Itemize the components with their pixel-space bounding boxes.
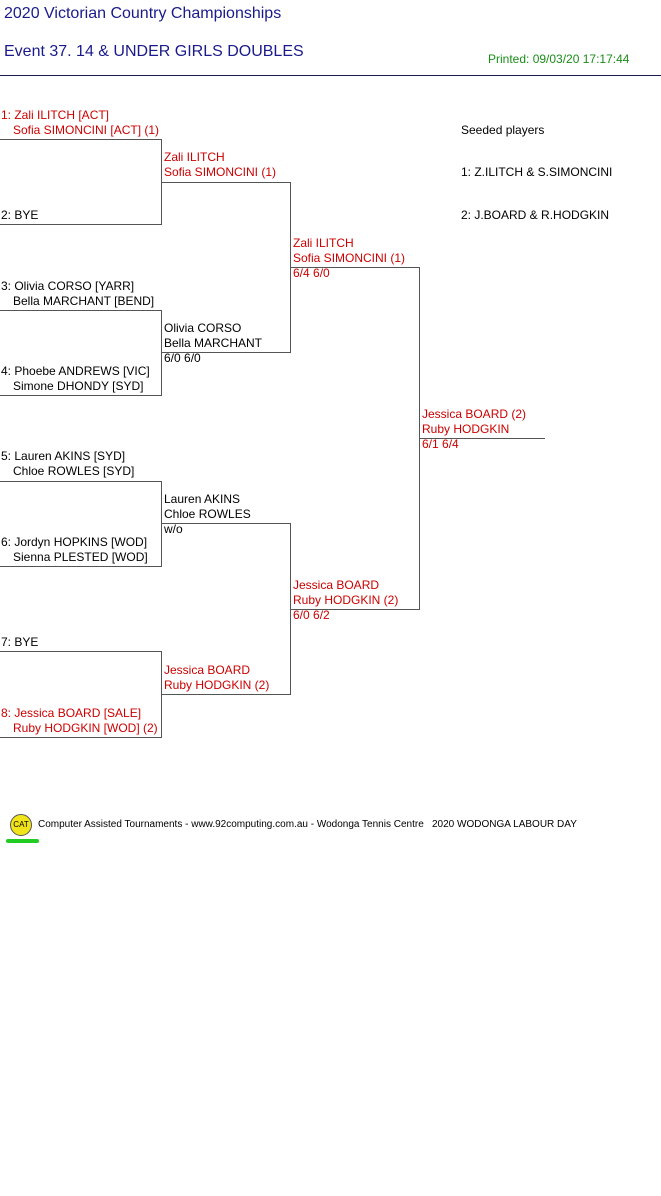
logo-underline [6,839,39,843]
r1-connector-d [161,651,162,738]
r1-connector-a [161,139,162,225]
r1-entry-1-line2: Sofia SIMONCINI [ACT] (1) [13,123,160,137]
r1-entry-6-line1: 6: Jordyn HOPKINS [WOD] [1,535,148,549]
r2-connector-a [290,182,291,353]
r1-entry-5-line2: Chloe ROWLES [SYD] [13,464,135,478]
r1-line-5 [0,481,162,482]
r1-entry-4-line1: 4: Phoebe ANDREWS [VIC] [1,364,150,378]
r2-entry-2-line1: Olivia CORSO [164,321,242,335]
r2-entry-4-line1: Jessica BOARD [164,663,251,677]
r1-entry-3-line2: Bella MARCHANT [BEND] [13,294,155,308]
r1-line-8 [0,737,162,738]
printed-timestamp: Printed: 09/03/20 17:17:44 [488,52,630,66]
r2-line-4 [162,694,291,695]
semi-entry-2-line2: Ruby HODGKIN (2) [293,593,399,607]
semi-line-1 [291,267,420,268]
semi-entry-2-score: 6/0 6/2 [293,608,330,622]
r1-entry-3-line1: 3: Olivia CORSO [YARR] [1,279,135,293]
r2-connector-b [290,523,291,695]
r2-entry-2-line2: Bella MARCHANT [164,336,263,350]
r2-entry-3-line2: Chloe ROWLES [164,507,251,521]
cat-logo: CAT [10,814,32,836]
r2-line-2 [162,352,291,353]
r1-line-7 [0,651,162,652]
footer-event: 2020 WODONGA LABOUR DAY [432,819,577,830]
r2-line-3 [162,523,291,524]
header-divider [0,75,661,76]
r2-entry-1-line1: Zali ILITCH [164,150,225,164]
final-line [420,438,545,439]
event-title: Event 37. 14 & UNDER GIRLS DOUBLES [4,43,304,60]
seeded-heading: Seeded players [461,123,545,137]
semi-line-2 [291,609,420,610]
semi-entry-1-score: 6/4 6/0 [293,266,330,280]
championship-title: 2020 Victorian Country Championships [4,5,282,22]
r1-entry-2-line1: 2: BYE [1,208,39,222]
r1-entry-6-line2: Sienna PLESTED [WOD] [13,550,148,564]
r1-entry-8-line2: Ruby HODGKIN [WOD] (2) [13,721,158,735]
r1-line-6 [0,566,162,567]
final-line2: Ruby HODGKIN [422,422,510,436]
r1-entry-7-line1: 7: BYE [1,635,39,649]
r2-entry-4-line2: Ruby HODGKIN (2) [164,678,270,692]
final-line1: Jessica BOARD (2) [422,407,527,421]
r2-line-1 [162,182,291,183]
r1-entry-8-line1: 8: Jessica BOARD [SALE] [1,706,142,720]
r2-entry-1-line2: Sofia SIMONCINI (1) [164,165,277,179]
r1-connector-b [161,310,162,396]
semi-entry-1-line1: Zali ILITCH [293,236,354,250]
r1-entry-5-line1: 5: Lauren AKINS [SYD] [1,449,126,463]
r1-connector-c [161,481,162,567]
r1-line-3 [0,310,162,311]
r1-line-2 [0,224,162,225]
r1-entry-4-line2: Simone DHONDY [SYD] [13,379,144,393]
semi-connector [419,267,420,610]
seed-entry-2: 2: J.BOARD & R.HODGKIN [461,208,610,222]
r2-entry-2-score: 6/0 6/0 [164,351,201,365]
r2-entry-3-score: w/o [164,522,183,536]
r1-line-4 [0,395,162,396]
r1-entry-1-line1: 1: Zali ILITCH [ACT] [1,108,110,122]
r1-line-1 [0,139,162,140]
footer-text: Computer Assisted Tournaments - www.92co… [38,819,424,830]
semi-entry-1-line2: Sofia SIMONCINI (1) [293,251,406,265]
r2-entry-3-line1: Lauren AKINS [164,492,241,506]
semi-entry-2-line1: Jessica BOARD [293,578,380,592]
final-score: 6/1 6/4 [422,437,459,451]
seed-entry-1: 1: Z.ILITCH & S.SIMONCINI [461,165,613,179]
